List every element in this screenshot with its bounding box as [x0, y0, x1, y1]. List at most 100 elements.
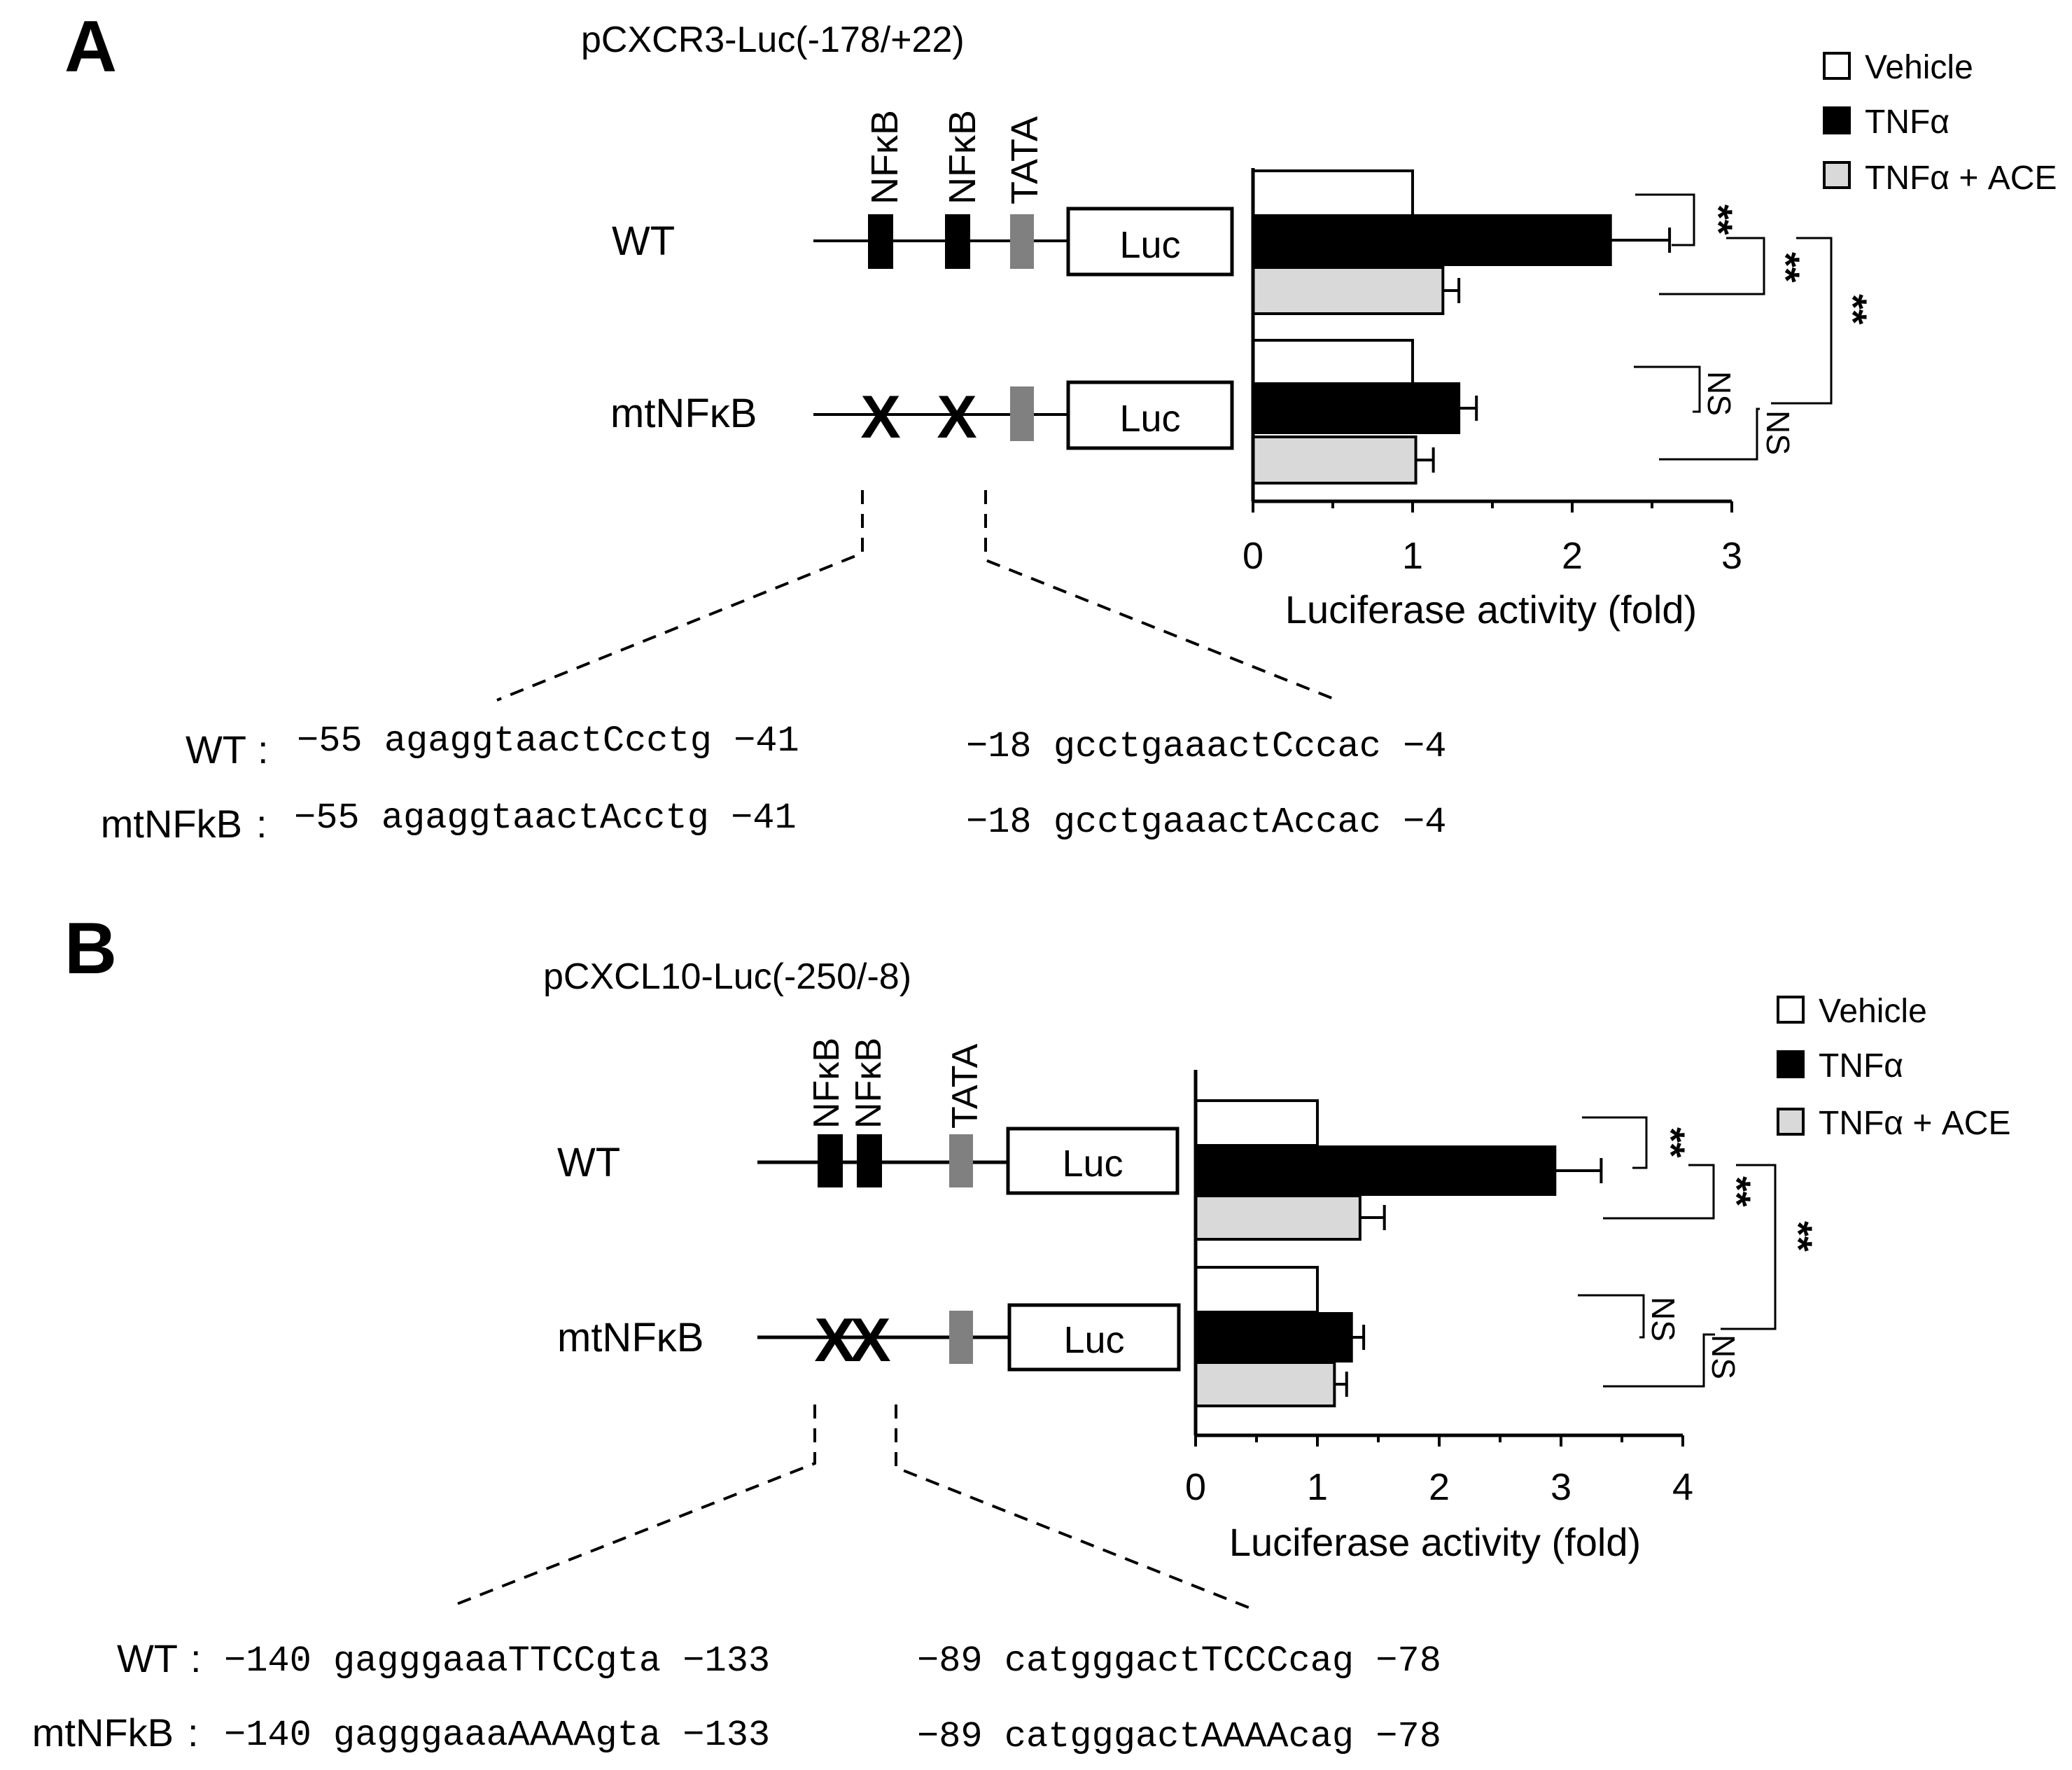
panel-b-zoom-line-left: [454, 1405, 816, 1606]
panel-a-seq-mt-1: −55 agaggtaactAcctg −41: [294, 797, 797, 839]
panel-a-mt-luc-label: Luc: [1119, 398, 1180, 440]
panel-b-site-label-nfkb-1: NFκB: [806, 1038, 847, 1129]
chart-b-x-tick-label-2: 2: [1429, 1466, 1450, 1508]
chart-a-sig-label-1: **: [1697, 204, 1741, 235]
chart-b-error-bar-wt-tnf: [1555, 1158, 1603, 1183]
panel-a-zoom-line-left: [496, 490, 864, 702]
panel-a-mt-mutation-mark-2: X: [937, 384, 976, 451]
chart-b-sig-label-3: **: [1777, 1221, 1821, 1252]
chart-b-error-bar-mt-tnf-ace: [1334, 1372, 1348, 1397]
chart-b-sig-label-2: **: [1715, 1176, 1759, 1207]
chart-b-sig-bracket-mt-vehicle-tnf: [1578, 1294, 1645, 1339]
chart-b-legend-swatch-tnf-ace: [1777, 1108, 1805, 1136]
chart-a-sig-bracket-mt-tnf-ace: [1659, 407, 1760, 461]
chart-a-x-tick-label-1: 1: [1402, 535, 1423, 577]
panel-b-row-label-wt: WT: [557, 1140, 620, 1185]
panel-a-wt-tata-box: [1010, 214, 1034, 269]
chart-b-bar-wt-tnf: [1194, 1145, 1557, 1196]
panel-a-seq-wt-1: −55 agaggtaactCcctg −41: [297, 720, 799, 762]
panel-a-row-label-wt: WT: [612, 218, 675, 264]
chart-a-sig-bracket-wt-mt: [1771, 237, 1833, 405]
chart-b-bar-mt-vehicle: [1194, 1266, 1319, 1313]
chart-b-legend: Vehicle TNFα TNFα + ACE: [1777, 993, 2010, 1142]
chart-a-sig-bracket-tnf-ace: [1659, 237, 1765, 295]
panel-b-row-label-mt: mtNFκB: [557, 1315, 704, 1360]
chart-b-sig-bracket-tnf-ace: [1603, 1164, 1715, 1220]
panel-a-wt-nfkb-site-1: [868, 214, 893, 269]
chart-b-legend-label-tnf-ace: TNFα + ACE: [1819, 1105, 2010, 1142]
chart-a-legend-swatch-tnf-ace: [1823, 161, 1851, 189]
chart-a-legend-swatch-tnf: [1823, 106, 1851, 134]
chart-a-error-bar-mt-tnf: [1459, 396, 1478, 421]
chart-b-sig-bracket-mt-tnf-ace: [1603, 1333, 1715, 1388]
panel-a-label: A: [64, 6, 117, 88]
chart-a-bar-wt-tnf-ace: [1252, 266, 1445, 315]
panel-a-seq-wt-2: −18 gcctgaaactCccac −4: [966, 726, 1447, 767]
panel-b-seq-label-wt: WT: [117, 1636, 178, 1680]
chart-a-legend-label-vehicle: Vehicle: [1865, 49, 1973, 86]
chart-b-legend-label-vehicle: Vehicle: [1819, 993, 1927, 1030]
chart-b-sig-label-4: NS: [1645, 1297, 1681, 1342]
chart-b-sig-bracket-vehicle-tnf: [1582, 1116, 1648, 1169]
chart-b-x-tick-label-4: 4: [1672, 1466, 1693, 1508]
panel-a: A pCXCR3-Luc(-178/+22) NFκB NFκB TATA WT…: [64, 6, 2057, 846]
chart-b-x-tick-label-0: 0: [1185, 1466, 1206, 1508]
panel-a-mt-tata-box: [1010, 386, 1034, 441]
chart-a-sig-label-3: **: [1831, 294, 1875, 325]
chart-b-bar-mt-tnf-ace: [1194, 1361, 1336, 1407]
panel-a-zoom-line-right: [984, 490, 1338, 702]
chart-a-sig-label-4: NS: [1701, 371, 1737, 416]
panel-a-construct-title: pCXCR3-Luc(-178/+22): [581, 20, 965, 60]
chart-a-bar-mt-tnf-ace: [1252, 435, 1418, 485]
chart-b-x-tick-label-3: 3: [1550, 1466, 1572, 1508]
chart-a-bar-wt-vehicle: [1252, 169, 1414, 217]
chart-a-bar-mt-vehicle: [1252, 339, 1414, 386]
chart-a-sig-bracket-mt-vehicle-tnf: [1634, 365, 1701, 413]
chart-a-sig-bracket-vehicle-tnf: [1635, 193, 1695, 246]
chart-a-sig-label-2: **: [1764, 252, 1808, 283]
panel-b-wt-tata-box: [949, 1134, 973, 1187]
panel-a-mt-luc-box: [1066, 380, 1234, 450]
chart-b-legend-swatch-tnf: [1777, 1050, 1805, 1078]
chart-b-bar-wt-vehicle: [1194, 1099, 1319, 1147]
panel-b-mt-tata-box: [949, 1311, 973, 1364]
chart-b-significance: ** ** ** NS NS: [1578, 1116, 1821, 1388]
panel-a-site-label-tata: TATA: [1004, 116, 1046, 204]
panel-b-seq-colon-wt: :: [190, 1636, 202, 1680]
panel-a-seq-label-mt: mtNFkB: [101, 802, 242, 846]
chart-a-significance: ** ** ** NS NS: [1634, 193, 1875, 461]
chart-a: Vehicle TNFα TNFα + ACE Luciferase activ…: [1242, 49, 2057, 632]
panel-a-site-label-nfkb-1: NFκB: [864, 110, 906, 204]
panel-b-seq-wt-1: −140 gagggaaaTTCCgta −133: [224, 1640, 770, 1682]
panel-a-row-label-mt: mtNFκB: [610, 391, 757, 436]
panel-a-seq-colon-wt: :: [258, 727, 269, 772]
panel-b-construct-title: pCXCL10-Luc(-250/-8): [543, 956, 911, 997]
chart-a-bar-wt-tnf: [1252, 214, 1612, 266]
panel-b-zoom-line-right: [895, 1405, 1256, 1612]
chart-a-bar-mt-tnf: [1252, 382, 1461, 434]
panel-b-wt-luc-box: [1006, 1127, 1180, 1195]
chart-b-x-tick-label-1: 1: [1307, 1466, 1328, 1508]
panel-a-seq-mt-2: −18 gcctgaaactAccac −4: [966, 802, 1447, 843]
panel-b: B pCXCL10-Luc(-250/-8) NFκB NFκB TATA WT…: [32, 908, 2011, 1757]
panel-b-mt-luc-box: [1007, 1303, 1181, 1372]
chart-b-legend-swatch-vehicle: [1777, 996, 1805, 1024]
panel-b-seq-mt-2: −89 catgggactAAAAcag −78: [917, 1716, 1441, 1757]
panel-a-seq-label-wt: WT: [186, 727, 246, 772]
panel-b-wt-nfkb-site-1: [818, 1134, 843, 1187]
panel-a-site-label-nfkb-2: NFκB: [941, 110, 983, 204]
chart-b-sig-bracket-wt-mt: [1721, 1164, 1777, 1330]
panel-b-wt-nfkb-site-2: [857, 1134, 882, 1187]
chart-b-bar-mt-tnf: [1194, 1312, 1353, 1363]
chart-a-x-tick-label-3: 3: [1721, 535, 1742, 577]
panel-b-site-label-tata: TATA: [945, 1043, 986, 1129]
panel-b-seq-wt-2: −89 catgggactTCCCcag −78: [917, 1640, 1441, 1682]
chart-b-bar-wt-tnf-ace: [1194, 1194, 1362, 1241]
chart-b: Vehicle TNFα TNFα + ACE Luciferase activ…: [1185, 993, 2010, 1564]
chart-b-x-axis-title: Luciferase activity (fold): [1229, 1520, 1641, 1564]
panel-a-wt-luc-label: Luc: [1119, 224, 1180, 266]
panel-b-label: B: [64, 908, 117, 989]
chart-a-sig-label-5: NS: [1760, 410, 1796, 455]
chart-a-error-bar-wt-tnf-ace: [1443, 278, 1461, 303]
